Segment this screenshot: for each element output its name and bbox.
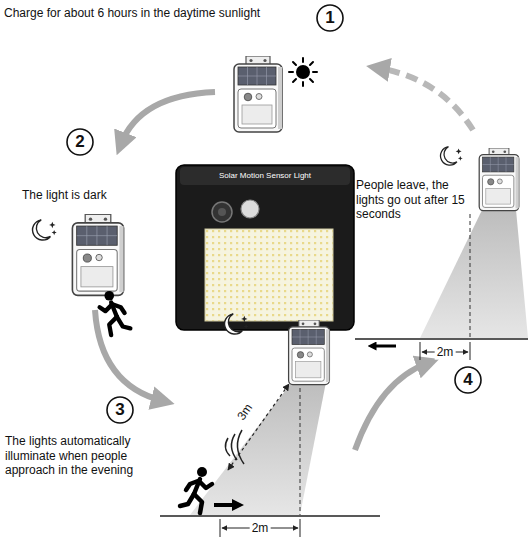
light-beam — [190, 382, 326, 515]
product-photo — [176, 165, 354, 330]
dashed-guide — [470, 214, 471, 338]
dashed-guide — [300, 388, 301, 515]
cycle-arrow — [378, 68, 473, 130]
solar-lamp — [479, 148, 519, 211]
stage-caption: People leave, the lights go out after 15… — [356, 178, 468, 222]
callout-number: 2 — [75, 132, 84, 153]
dimension-label: 3m — [233, 399, 257, 424]
product-label: Solar Motion Sensor Light — [219, 171, 311, 181]
cycle-arrow — [95, 310, 163, 401]
ground-line — [160, 515, 380, 516]
moon-icon — [441, 147, 463, 166]
sun-icon — [289, 58, 317, 86]
sensor-waves — [225, 430, 244, 464]
dimension-tick — [420, 342, 421, 360]
direction-arrow — [214, 503, 238, 507]
dimension-tick — [300, 519, 301, 537]
callout-circle — [67, 129, 93, 155]
callout-number: 1 — [325, 8, 334, 29]
callout-circle — [455, 367, 481, 393]
dimension-tick — [470, 342, 471, 360]
solar-lamp — [289, 320, 330, 385]
runner-figure — [100, 291, 131, 335]
dimension-label: 2m — [435, 345, 456, 360]
cycle-arrow — [355, 363, 428, 450]
moon-icon — [33, 220, 57, 240]
direction-arrow — [372, 345, 396, 348]
stage-caption: The lights automatically illuminate when… — [5, 434, 165, 478]
callout-circle — [317, 5, 343, 31]
dimension-label: 2m — [250, 521, 271, 536]
range-line — [228, 384, 289, 470]
callout-number: 3 — [115, 400, 124, 421]
solar-lamp — [234, 56, 282, 132]
callout-circle — [107, 397, 133, 423]
light-beam — [420, 210, 528, 338]
moon-icon — [225, 314, 249, 334]
stage-caption: Charge for about 6 hours in the daytime … — [4, 6, 260, 21]
runner-figure — [180, 467, 212, 513]
cycle-arrow — [121, 92, 215, 144]
stage-caption: The light is dark — [22, 188, 107, 203]
ground-line — [355, 338, 528, 339]
dimension-tick — [220, 519, 221, 537]
solar-lamp — [72, 214, 123, 295]
callout-number: 4 — [463, 370, 472, 391]
